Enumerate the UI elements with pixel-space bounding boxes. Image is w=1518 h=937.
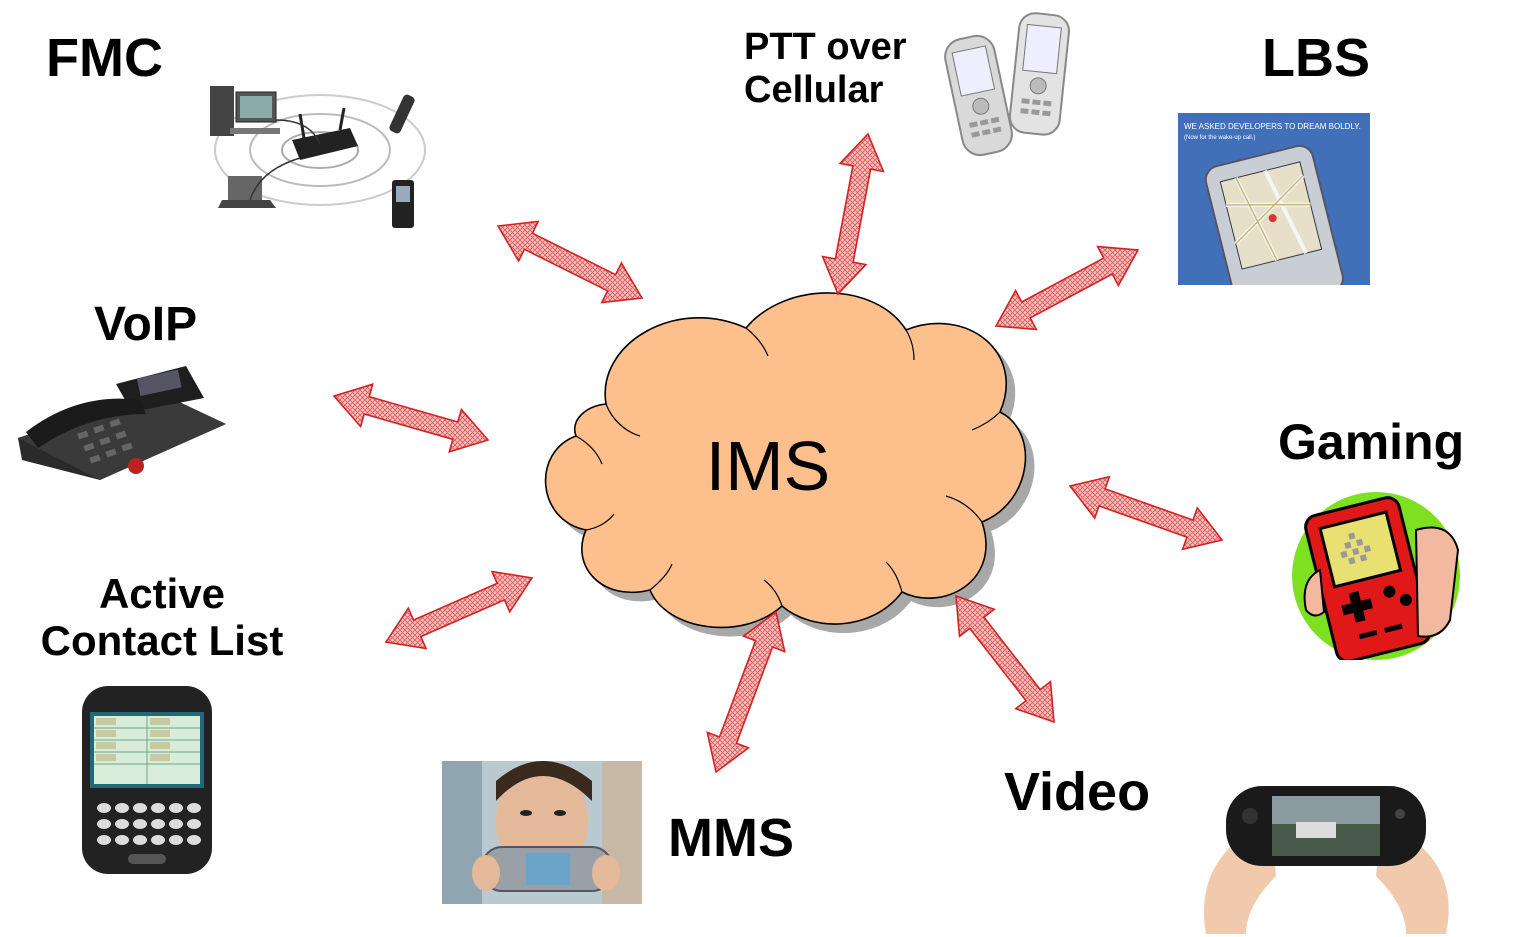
ptt-label: PTT over Cellular xyxy=(744,26,907,111)
fmc-picture xyxy=(210,86,426,228)
gaming-picture xyxy=(1292,492,1460,660)
mms-label: MMS xyxy=(668,808,794,868)
ims-cloud xyxy=(544,292,1027,629)
lbs-label: LBS xyxy=(1262,28,1370,88)
arrow-gaming xyxy=(1068,475,1224,551)
ptt-picture xyxy=(944,12,1070,157)
arrow-acl xyxy=(384,570,534,650)
lbs-picture: WE ASKED DEVELOPERS TO DREAM BOLDLY. (No… xyxy=(1178,113,1370,285)
video-picture xyxy=(1176,756,1476,934)
lbs-ad-line1: WE ASKED DEVELOPERS TO DREAM BOLDLY. xyxy=(1184,122,1361,131)
active-contact-list-label: Active Contact List xyxy=(14,570,310,664)
mms-picture xyxy=(442,761,642,904)
gaming-label: Gaming xyxy=(1278,414,1465,470)
arrow-fmc xyxy=(496,220,644,304)
arrow-mms xyxy=(706,610,786,774)
ptt-label-line2: Cellular xyxy=(744,68,884,111)
voip-label: VoIP xyxy=(94,298,198,351)
acl-label-line1: Active xyxy=(98,570,226,617)
connection-arrows xyxy=(332,132,1224,774)
arrow-voip xyxy=(332,383,490,453)
arrow-video xyxy=(955,594,1055,724)
ims-label: IMS xyxy=(706,427,830,505)
arrow-lbs xyxy=(994,245,1140,331)
ptt-label-line1: PTT over xyxy=(744,26,907,68)
voip-picture xyxy=(18,366,226,480)
acl-label-line2: Contact List xyxy=(40,617,284,665)
fmc-label: FMC xyxy=(46,28,163,88)
active-contact-list-picture xyxy=(82,686,212,874)
lbs-ad-line2: (Now for the wake-up call.) xyxy=(1184,135,1255,141)
video-label: Video xyxy=(1004,762,1151,822)
arrow-ptt xyxy=(821,132,885,296)
